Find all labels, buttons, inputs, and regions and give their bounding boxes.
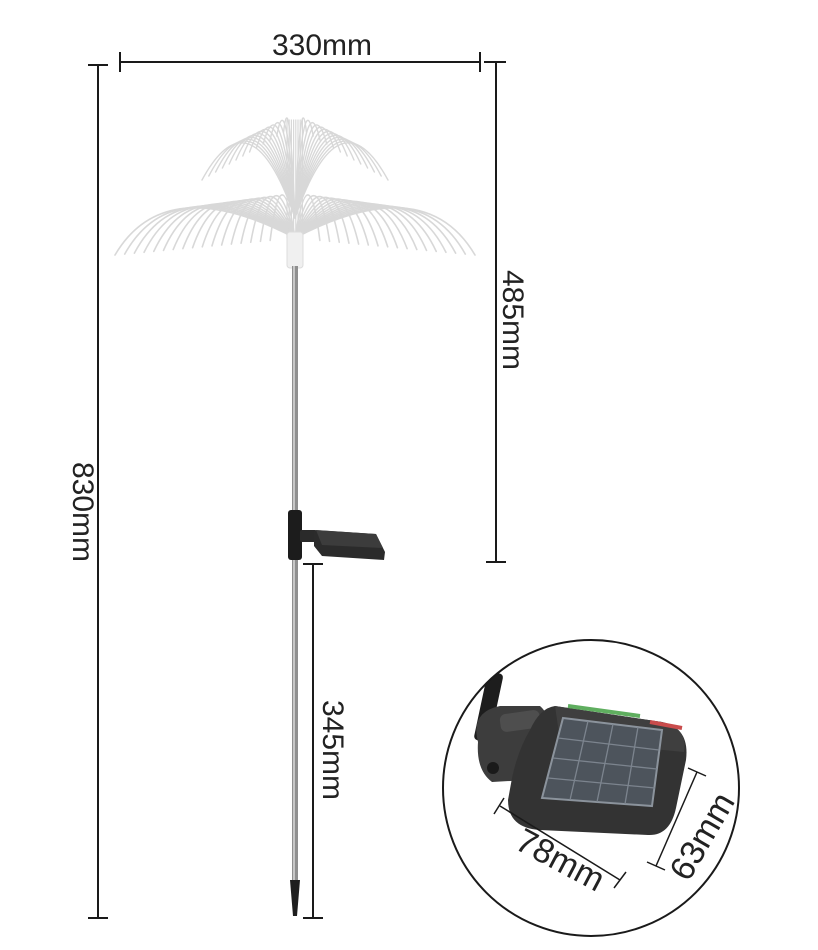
top-width-dimension — [119, 52, 481, 72]
detail-circle-border — [442, 639, 740, 937]
fiber-strand — [201, 142, 296, 219]
fiber-strand — [294, 198, 370, 246]
stake-length-dimension — [303, 563, 323, 919]
fiber-strand — [276, 119, 296, 219]
fiber-strand — [220, 198, 296, 246]
total-height-label: 830mm — [66, 462, 99, 562]
fiber-strand — [294, 195, 341, 244]
total-height-dimension — [88, 64, 108, 919]
fiber-strand — [269, 194, 296, 242]
fiber-strand — [214, 138, 296, 219]
fiber-optic-head — [114, 117, 476, 256]
fiber-strand — [294, 126, 335, 219]
fiber-strand — [294, 136, 369, 219]
fiber-strand — [294, 197, 360, 245]
stem-solar-panel — [288, 510, 385, 560]
fiber-strand — [294, 207, 476, 256]
top-width-label: 330mm — [272, 29, 372, 62]
stake-length-label: 345mm — [316, 700, 349, 800]
fiber-strand — [294, 138, 376, 219]
upper-height-label: 485mm — [496, 270, 529, 370]
panel-detail-view: 78mm 63mm — [443, 640, 739, 936]
upper-height-dimension — [484, 61, 506, 563]
fiber-strand — [235, 132, 296, 219]
fiber-strand — [248, 128, 296, 219]
fiber-strand — [269, 121, 296, 219]
fiber-hub — [286, 231, 304, 269]
fiber-strand — [294, 119, 314, 219]
fiber-strand — [255, 126, 296, 219]
fiber-strand — [259, 194, 296, 243]
fiber-strand — [294, 132, 355, 219]
fiber-strand — [230, 197, 296, 245]
stake-tip — [290, 880, 300, 916]
fiber-strand — [294, 142, 389, 219]
